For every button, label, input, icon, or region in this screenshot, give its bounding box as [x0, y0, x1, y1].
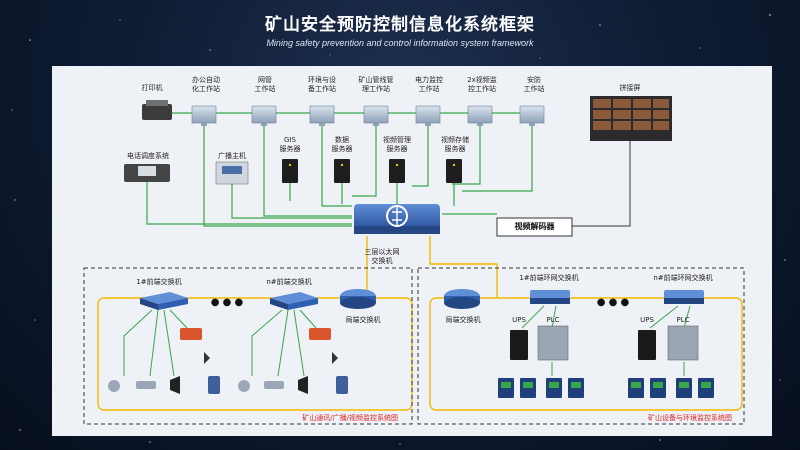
video-decoder-label: 视频解码器: [514, 222, 555, 231]
server-icon: [334, 159, 350, 183]
dome-camera-icon: [238, 380, 250, 392]
wireless-base-icon: [309, 328, 331, 340]
speaker-icon: [298, 376, 308, 394]
workstation-label-env: 环境与设 备工作站: [308, 76, 336, 93]
page-title: 矿山安全预防控制信息化系统框架: [265, 15, 535, 35]
monitor-icon: [415, 105, 441, 124]
server-label-data: 数据 服务器: [331, 136, 353, 153]
front-switch-1-label: 1#前端交换机: [136, 278, 182, 286]
server-label-video-storage: 视频存储 服务器: [441, 136, 469, 153]
server-icon: [389, 159, 405, 183]
workstation-label-oa: 办公自动 化工作站: [192, 76, 220, 93]
workstation-label-pipeline: 矿山管线管 理工作站: [358, 76, 394, 93]
server-towers: [282, 159, 462, 183]
ups-label-1: UPS: [512, 316, 526, 324]
monitor-icon: [519, 105, 545, 124]
broadcast-host-label: 广播主机: [218, 152, 246, 160]
env-system-caption: 矿山设备与环境监控系统图: [648, 414, 732, 422]
dome-camera-icon: [108, 380, 120, 392]
field-devices-left: [108, 328, 348, 394]
plc-label-n: PLC: [676, 316, 690, 324]
workstation-monitors: [142, 96, 672, 141]
plc-cabinet-icon: [667, 325, 699, 361]
server-label-gis: GIS 服务器: [279, 136, 301, 153]
plc-label-1: PLC: [546, 316, 560, 324]
monitor-icon: [309, 105, 335, 124]
video-wall-label: 拼接屏: [619, 84, 641, 92]
printer-icon: [142, 104, 172, 120]
server-icon: [446, 159, 462, 183]
diagram-canvas: [83, 96, 745, 425]
monitor-icon: [363, 105, 389, 124]
core-switch-label: 三层以太网 交换机: [364, 248, 400, 265]
handset-icon: [336, 376, 348, 394]
phone-dispatch-label: 电话调度系统: [127, 152, 169, 160]
core-switch-icon: [354, 204, 440, 234]
plc-cabinet-icon: [537, 325, 569, 361]
ups-icon: [510, 330, 528, 360]
comm-switches: [140, 289, 376, 310]
workstation-label-security: 安防 工作站: [523, 76, 545, 93]
network-lines: [146, 112, 533, 227]
ups-icon: [638, 330, 656, 360]
monitor-icon: [467, 105, 493, 124]
comm-system-caption: 矿山通讯/广播/视频监控系统图: [302, 414, 398, 422]
env-system-boundary: [417, 267, 745, 425]
speaker-icon: [170, 376, 180, 394]
workstation-label-video: 2x视频监 控工作站: [467, 76, 497, 93]
comm-system-boundary: [83, 267, 413, 425]
server-icon: [282, 159, 298, 183]
wifi-signal-icon: [204, 352, 210, 364]
env-ellipsis: ● ● ●: [596, 297, 630, 308]
workstation-label-power: 电力监控 工作站: [415, 76, 443, 93]
front-switch-n-label: n#前端交换机: [266, 278, 312, 286]
ring-switch-1-label: 1#前端环网交换机: [519, 274, 579, 282]
handset-icon: [208, 376, 220, 394]
page-subtitle: Mining safety prevention and control inf…: [266, 38, 534, 48]
comm-ellipsis: ● ● ●: [210, 297, 244, 308]
wireless-base-icon: [180, 328, 202, 340]
diagram-panel: 打印机 办公自动 化工作站 网管 工作站 环境与设 备工作站 矿山管线管 理工作…: [52, 66, 772, 436]
server-label-video-mgmt: 视频管理 服务器: [383, 136, 411, 153]
env-switches: [444, 289, 704, 309]
wifi-signal-icon: [332, 352, 338, 364]
workstation-label-printer: 打印机: [141, 84, 163, 92]
video-decoder-box: [496, 217, 573, 237]
bullet-camera-icon: [136, 381, 156, 389]
ring-switch-n-label: n#前端环网交换机: [653, 274, 713, 282]
comm-edge-switch-label: 局端交换机: [345, 316, 381, 324]
monitor-icon: [191, 105, 217, 124]
env-edge-switch-label: 局端交换机: [445, 316, 481, 324]
printer-tray-icon: [146, 100, 168, 106]
field-devices-right: [498, 325, 714, 398]
monitor-icon: [251, 105, 277, 124]
workstation-label-netmgmt: 网管 工作站: [254, 76, 276, 93]
bullet-camera-icon: [264, 381, 284, 389]
ups-label-n: UPS: [640, 316, 654, 324]
